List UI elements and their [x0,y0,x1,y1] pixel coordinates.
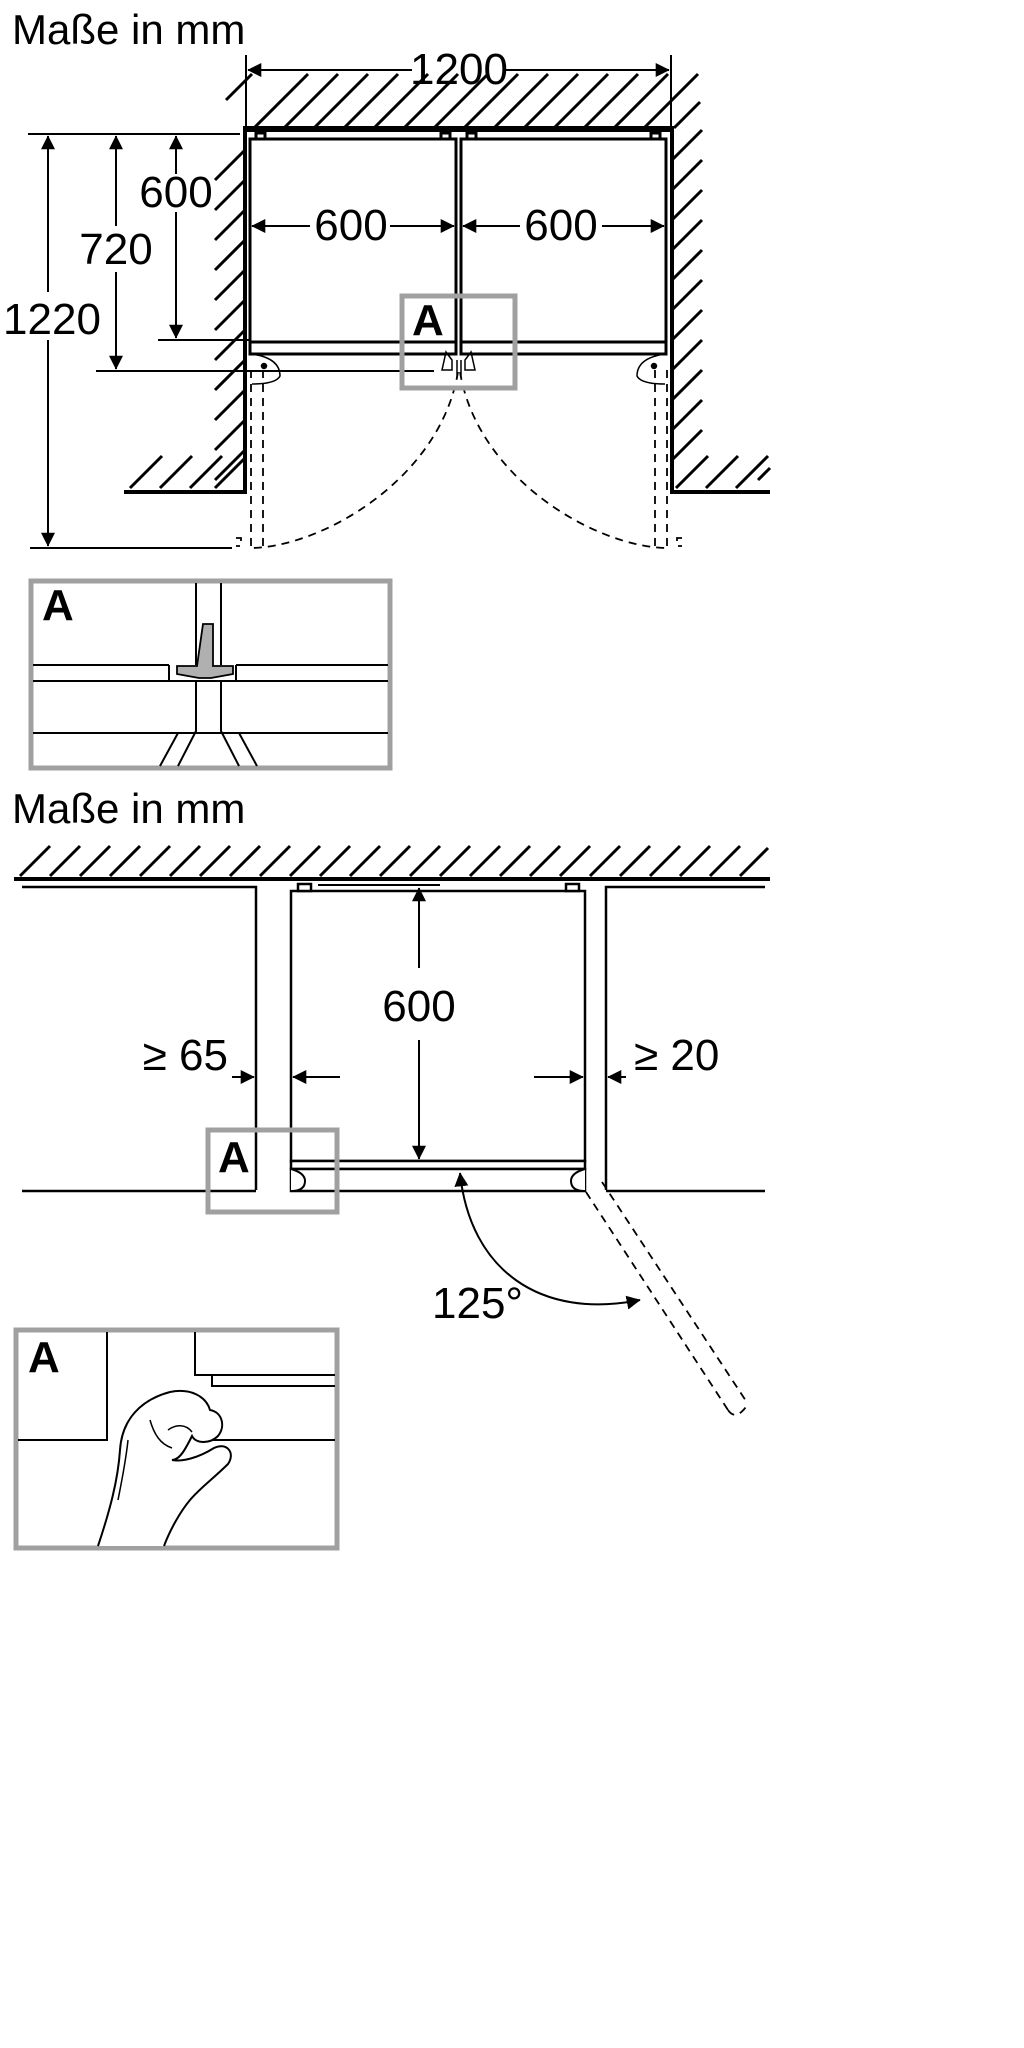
detail-a-inset: A [28,578,393,771]
depth-dimensions [28,133,434,549]
detail-a-callout-box-bottom [205,1127,340,1215]
top-section-title: Maße in mm [12,6,245,53]
niche-wall-hatching [128,72,772,490]
door-angle-arc [454,1172,641,1310]
detail-a-title: A [42,581,74,630]
appliance-depth-label: 600 [382,982,455,1031]
door-angle-label: 125° [432,1279,523,1328]
detail-a-marker-bottom: A [218,1133,250,1182]
door-swing-paths [236,370,682,549]
back-wall-hatching [18,844,770,878]
body-depth-label: 600 [139,168,212,217]
right-cabinet-width-label: 600 [524,201,597,250]
door-gap-spacer [176,623,234,679]
open-door-depth-label: 1220 [3,295,101,344]
overall-width-dimension [245,55,672,132]
detail-a-marker: A [412,296,444,345]
overall-width-label: 1200 [410,45,508,94]
open-door-outline [585,1181,749,1416]
detail-a-inset-bottom: A [13,1327,340,1551]
depth-with-doors-label: 720 [79,225,152,274]
bottom-section-title: Maße in mm [12,785,245,832]
detail-a-callout-box [399,293,518,391]
bottom-plan-view: Maße in mm 600 [12,785,770,1551]
niche-outline [124,126,770,494]
left-cabinet-width-label: 600 [314,201,387,250]
right-clearance-label: ≥ 20 [634,1031,719,1080]
hinge-pivots [251,350,666,385]
cabinets [248,131,668,356]
top-plan-view: Maße in mm 1200 [3,6,772,771]
hand-illustration [97,1390,232,1547]
appliance-body [289,882,587,1193]
left-clearance-label: ≥ 65 [143,1031,228,1080]
finger-lines [117,1419,193,1501]
detail-a-title-bottom: A [28,1333,60,1382]
